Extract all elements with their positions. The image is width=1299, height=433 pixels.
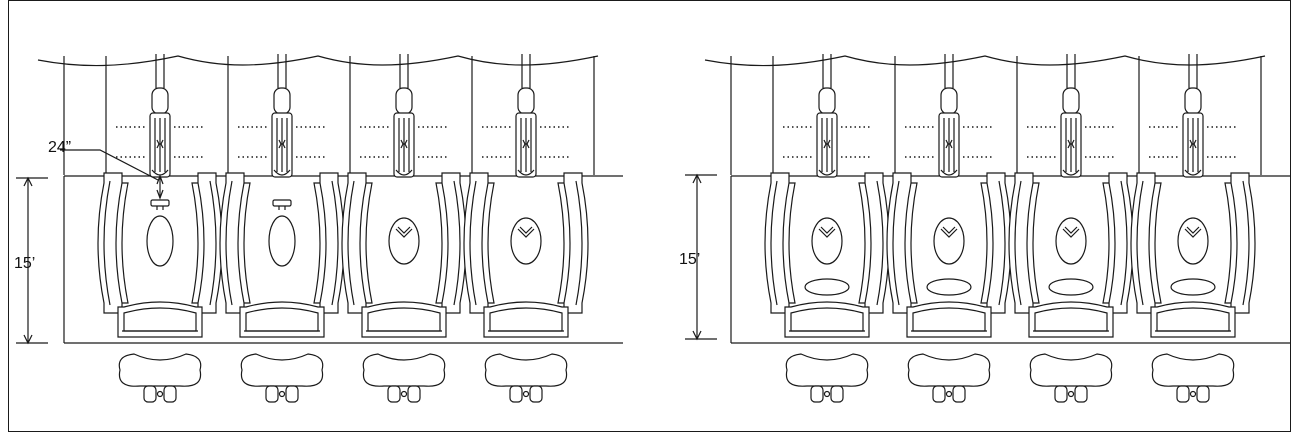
stool <box>1029 353 1113 403</box>
chair-left <box>886 172 918 314</box>
bench-seat <box>483 301 569 338</box>
table-oval <box>388 217 420 265</box>
chair-right <box>435 172 467 314</box>
chair-left <box>341 172 373 314</box>
back-wall <box>37 55 599 67</box>
chair-left <box>97 172 129 314</box>
device-icon <box>1184 226 1202 238</box>
table-oval <box>510 217 542 265</box>
left-layout <box>16 54 623 403</box>
slot-machine <box>149 54 171 178</box>
chair-left <box>219 172 251 314</box>
bench-seat <box>117 301 203 338</box>
clearance-label: 24” <box>48 139 71 156</box>
device-icon <box>517 226 535 238</box>
monitor-stand <box>150 199 170 210</box>
right-depth-label: 15’ <box>679 251 700 268</box>
table-oval <box>1055 217 1087 265</box>
device-icon <box>1062 226 1080 238</box>
stool <box>362 353 446 403</box>
clearance-leader <box>60 149 164 200</box>
chair-left <box>463 172 495 314</box>
bench-seat <box>239 301 325 338</box>
bench-seat <box>361 301 447 338</box>
slot-machine <box>271 54 293 178</box>
bench-seat <box>1028 301 1114 338</box>
stool <box>785 353 869 403</box>
table-oval <box>1177 217 1209 265</box>
back-wall <box>704 55 1266 67</box>
chair-right <box>980 172 1012 314</box>
front-table-oval <box>804 278 850 296</box>
chair-right <box>191 172 223 314</box>
slot-machine <box>1060 54 1082 178</box>
chair-right <box>858 172 890 314</box>
right-depth-dimension <box>685 173 717 341</box>
table-oval <box>811 217 843 265</box>
monitor-stand <box>272 199 292 210</box>
front-table-oval <box>1048 278 1094 296</box>
chair-right <box>557 172 589 314</box>
chair-right <box>313 172 345 314</box>
stool <box>1151 353 1235 403</box>
slot-machine <box>938 54 960 178</box>
front-table-oval <box>926 278 972 296</box>
bench-seat <box>1150 301 1236 338</box>
chair-left <box>1008 172 1040 314</box>
device-icon <box>395 226 413 238</box>
left-depth-dimension <box>16 176 48 345</box>
bench-seat <box>906 301 992 338</box>
stool <box>240 353 324 403</box>
slot-machine <box>1182 54 1204 178</box>
right-layout <box>685 54 1290 403</box>
slot-machine <box>816 54 838 178</box>
diagram-frame <box>8 0 1291 432</box>
chair-left <box>764 172 796 314</box>
device-icon <box>818 226 836 238</box>
device-icon <box>940 226 958 238</box>
stool <box>484 353 568 403</box>
table-oval <box>933 217 965 265</box>
table-oval <box>146 215 174 267</box>
slot-machine <box>393 54 415 178</box>
slot-machine <box>515 54 537 178</box>
bench-seat <box>784 301 870 338</box>
chair-left <box>1130 172 1162 314</box>
chair-right <box>1224 172 1256 314</box>
front-table-oval <box>1170 278 1216 296</box>
stool <box>907 353 991 403</box>
table-oval <box>268 215 296 267</box>
left-depth-label: 15’ <box>14 255 35 272</box>
chair-right <box>1102 172 1134 314</box>
stool <box>118 353 202 403</box>
